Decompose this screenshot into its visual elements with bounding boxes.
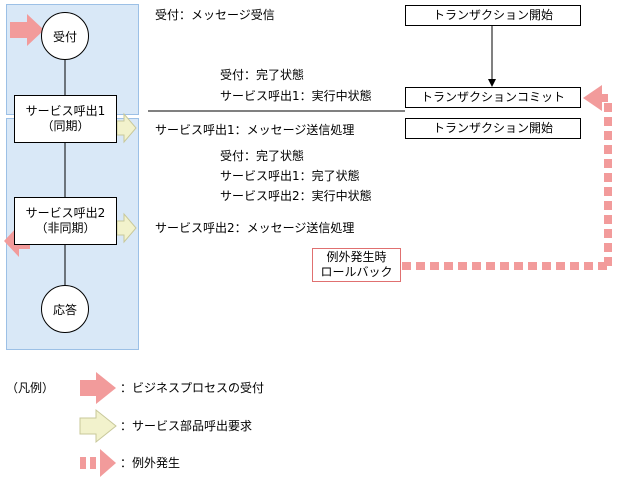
- state-label: 受付：完了状態: [220, 149, 305, 163]
- end-node: 応答: [41, 285, 89, 333]
- legend-item-label: ：ビジネスプロセスの受付: [120, 381, 265, 395]
- end-node-label: 応答: [52, 302, 77, 317]
- service-call-2-name: サービス呼出2: [25, 206, 106, 220]
- transaction-start-label: トランザクション開始: [432, 8, 553, 22]
- dashed-arrow-icon: [80, 449, 116, 477]
- service-call-1-name: サービス呼出1: [25, 104, 106, 118]
- transaction-start-2-label: トランザクション開始: [432, 121, 553, 135]
- service-call-2-mode: （非同期）: [35, 221, 96, 235]
- send-message-2-label: サービス呼出2：メッセージ送信処理: [155, 221, 355, 235]
- transaction-commit-label: トランザクションコミット: [420, 90, 565, 104]
- call2-yellow-arrow-icon: [116, 212, 137, 244]
- service-call-1-node: サービス呼出1 （同期）: [14, 95, 117, 143]
- transaction-commit-box: トランザクションコミット: [405, 87, 581, 108]
- state-label: サービス呼出1：実行中状態: [220, 89, 372, 103]
- rollback-box: 例外発生時 ロールバック: [312, 248, 401, 282]
- call1-yellow-arrow-icon: [116, 112, 137, 144]
- state-label: サービス呼出2：実行中状態: [220, 189, 372, 203]
- state-label: サービス呼出1：完了状態: [220, 169, 360, 183]
- transaction-start-box: トランザクション開始: [405, 5, 581, 26]
- legend-title: （凡例）: [6, 381, 55, 395]
- send-message-1-label: サービス呼出1：メッセージ送信処理: [155, 123, 355, 137]
- receive-message-label: 受付：メッセージ受信: [155, 8, 275, 22]
- pink-arrow-icon: [80, 372, 116, 404]
- legend-item-label: ：サービス部品呼出要求: [120, 419, 253, 433]
- rollback-line-1: 例外発生時: [326, 250, 387, 264]
- legend-item-label: ：例外発生: [120, 456, 181, 470]
- transaction-start-2-box: トランザクション開始: [405, 118, 581, 139]
- start-node: 受付: [41, 12, 89, 60]
- state-label: 受付：完了状態: [220, 68, 305, 82]
- service-call-2-node: サービス呼出2 （非同期）: [14, 197, 117, 245]
- rollback-arrow-head-icon: [583, 85, 602, 111]
- yellow-arrow-icon: [79, 408, 117, 444]
- start-node-label: 受付: [52, 29, 77, 44]
- start-pink-arrow-icon: [10, 14, 44, 46]
- rollback-line-2: ロールバック: [320, 265, 393, 279]
- service-call-1-mode: （同期）: [41, 119, 90, 133]
